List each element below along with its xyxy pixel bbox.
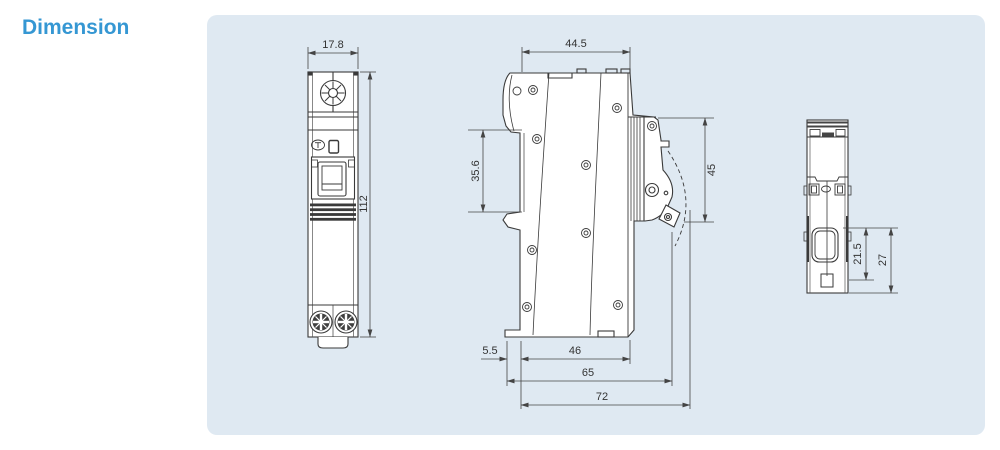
- rear-view-drawing: [803, 119, 852, 294]
- case-rivets: [512, 85, 657, 312]
- side-view-drawing: [502, 68, 687, 338]
- top-terminal-screw: [319, 79, 347, 107]
- toggle-handle: [644, 150, 687, 247]
- side-view-dimensions: [468, 47, 714, 409]
- page-title: Dimension: [22, 16, 130, 39]
- front-view-drawing: [307, 71, 359, 349]
- front-ridge-strip: [628, 116, 656, 221]
- technical-drawing: [307, 47, 898, 409]
- din-clip-window: [811, 227, 839, 263]
- vent-ridges: [310, 203, 356, 221]
- rear-toggle-cap: [807, 121, 848, 138]
- rear-view-dimensions: [843, 227, 898, 294]
- rear-mid-clips: [803, 183, 852, 196]
- toggle-switch: [310, 156, 356, 200]
- test-button-symbol: [311, 139, 340, 154]
- front-view-dimensions: [307, 47, 376, 338]
- bottom-terminal-screws: [309, 310, 358, 334]
